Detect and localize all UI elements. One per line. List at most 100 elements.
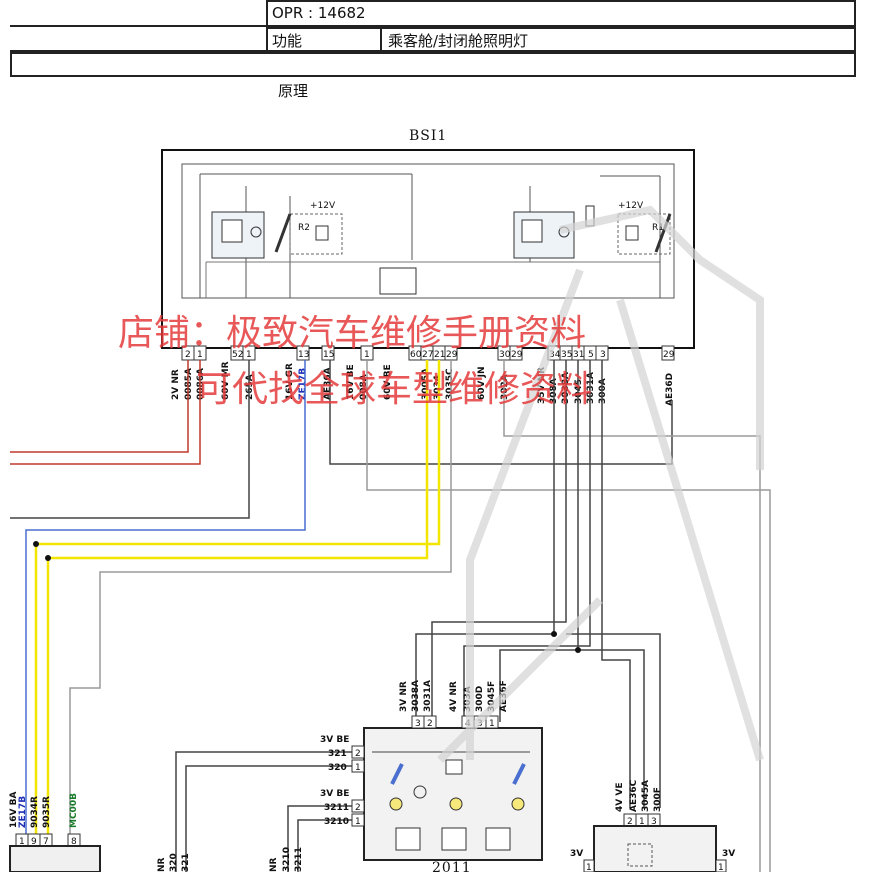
svg-text:2V NR: 2V NR <box>171 369 181 400</box>
right-module: 4V VE AE36C 3045A 300F 2 1 3 3V 3V 1 1 <box>570 779 735 872</box>
svg-text:5: 5 <box>588 350 594 360</box>
header-left-line-2 <box>10 50 266 52</box>
watermark-graphic <box>437 205 764 763</box>
svg-text:1: 1 <box>355 817 361 827</box>
opr-row <box>266 0 856 27</box>
relay-r2-box <box>289 213 343 255</box>
module-2011: 2011 3V NR 3038A 3031A 3 2 4V NR 303A 30… <box>320 680 543 872</box>
svg-text:3031A: 3031A <box>586 372 596 404</box>
svg-text:0086A: 0086A <box>196 368 206 400</box>
svg-text:9035R: 9035R <box>42 796 52 828</box>
svg-text:3V NR: 3V NR <box>399 681 409 712</box>
svg-text:4V VE: 4V VE <box>615 783 625 812</box>
svg-text:52: 52 <box>232 350 243 360</box>
svg-text:16V GR: 16V GR <box>285 363 295 400</box>
svg-text:302A: 302A <box>500 374 510 400</box>
svg-text:21: 21 <box>434 350 445 360</box>
svg-text:3211: 3211 <box>324 803 349 813</box>
svg-text:9: 9 <box>31 837 37 847</box>
relay-r2-label: R2 <box>298 223 310 233</box>
svg-text:3031A: 3031A <box>423 680 433 712</box>
function-value-cell <box>380 27 856 52</box>
svg-text:29: 29 <box>511 350 523 360</box>
svg-text:2: 2 <box>627 817 633 827</box>
svg-text:300F: 300F <box>653 787 663 812</box>
svg-text:2: 2 <box>185 350 191 360</box>
module-2011-bottom-labels: NR 320 321 NR 3210 3211 <box>157 847 304 872</box>
svg-text:3V BE: 3V BE <box>320 735 349 745</box>
svg-text:60V MR: 60V MR <box>221 361 231 400</box>
svg-text:60V JN: 60V JN <box>477 366 487 400</box>
svg-text:3045A: 3045A <box>641 780 651 812</box>
svg-text:3035C: 3035C <box>445 368 455 400</box>
svg-text:3038A: 3038A <box>411 680 421 712</box>
relay-coil <box>625 225 639 241</box>
svg-text:60V BE: 60V BE <box>383 364 393 400</box>
svg-text:320: 320 <box>169 853 179 872</box>
svg-text:35: 35 <box>561 350 572 360</box>
svg-text:7: 7 <box>43 837 49 847</box>
svg-text:265A: 265A <box>245 374 255 400</box>
svg-text:3V: 3V <box>570 849 583 859</box>
bsi-ecu-lamp <box>250 226 262 238</box>
watermark-line-2: 可代找全球车型维修资料 <box>196 369 593 410</box>
svg-text:34: 34 <box>549 350 561 360</box>
svg-text:AE36D: AE36D <box>665 373 675 406</box>
relay-switch <box>654 213 672 253</box>
bsi-title: BSI1 <box>409 128 447 144</box>
svg-text:1: 1 <box>586 863 592 872</box>
bsi-ic <box>379 267 417 295</box>
svg-text:1: 1 <box>197 350 203 360</box>
relay-coil <box>315 225 329 241</box>
wire-harness <box>10 360 771 872</box>
svg-text:2: 2 <box>355 803 361 813</box>
svg-text:0085A: 0085A <box>184 368 194 400</box>
svg-text:3210: 3210 <box>282 847 292 872</box>
svg-text:NR: NR <box>157 857 167 872</box>
supply-label-2: +12V <box>618 201 644 211</box>
svg-text:2: 2 <box>427 719 433 729</box>
svg-text:3: 3 <box>415 719 421 729</box>
relay-r1-label: R1 <box>652 223 664 233</box>
svg-text:9034R: 9034R <box>30 796 40 828</box>
left-connector: 16V BA ZE17B 9034R 9035R MC00B 1 9 7 8 <box>9 792 101 872</box>
svg-text:300A: 300A <box>598 378 608 404</box>
svg-text:3V BE: 3V BE <box>320 789 349 799</box>
svg-text:16V BE: 16V BE <box>346 364 356 400</box>
bsi-ecu-chip <box>521 219 543 243</box>
svg-text:2: 2 <box>355 749 361 759</box>
svg-text:3V: 3V <box>722 849 735 859</box>
svg-text:MC00B: MC00B <box>69 793 79 828</box>
svg-text:1: 1 <box>19 837 25 847</box>
svg-text:8: 8 <box>71 837 77 847</box>
svg-text:1: 1 <box>355 763 361 773</box>
svg-text:ZE17B: ZE17B <box>18 796 28 828</box>
supply-label-1: +12V <box>310 201 336 211</box>
svg-text:29: 29 <box>663 350 675 360</box>
svg-text:1: 1 <box>489 719 495 729</box>
svg-text:300D: 300D <box>475 686 485 712</box>
principle-label: 原理 <box>278 82 309 100</box>
svg-text:3045: 3045 <box>574 379 584 404</box>
svg-text:15: 15 <box>323 350 334 360</box>
watermark-line-1: 店铺：极致汽车维修手册资料 <box>118 313 587 354</box>
svg-text:321: 321 <box>328 749 347 759</box>
function-label: 功能 <box>272 32 303 50</box>
svg-text:27: 27 <box>422 350 433 360</box>
svg-text:16V BA: 16V BA <box>9 792 19 828</box>
svg-text:3: 3 <box>651 817 657 827</box>
svg-text:29: 29 <box>446 350 458 360</box>
svg-text:31: 31 <box>573 350 584 360</box>
svg-text:13: 13 <box>298 350 309 360</box>
svg-text:30: 30 <box>499 350 511 360</box>
svg-text:NR: NR <box>269 857 279 872</box>
svg-text:AE36A: AE36A <box>323 367 333 400</box>
svg-text:4V NR: 4V NR <box>449 681 459 712</box>
svg-text:2011: 2011 <box>432 860 472 872</box>
function-value: 乘客舱/封闭舱照明灯 <box>388 32 529 50</box>
svg-text:1: 1 <box>639 817 645 827</box>
svg-text:35V NR: 35V NR <box>537 367 547 404</box>
svg-text:3211: 3211 <box>294 847 304 872</box>
svg-text:3210: 3210 <box>324 817 349 827</box>
